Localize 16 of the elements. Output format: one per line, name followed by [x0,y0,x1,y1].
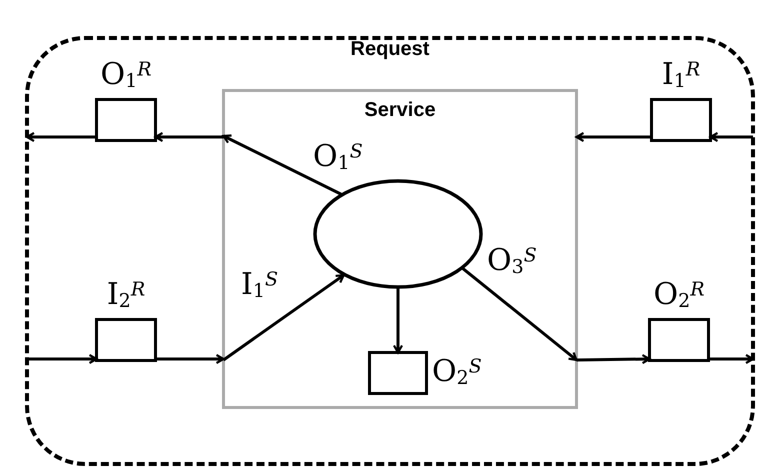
arrow [708,354,754,364]
arrow [222,274,345,362]
arrow [156,354,225,364]
arrow [222,134,342,196]
arrow [26,132,96,142]
service-box [222,89,578,409]
group-title: Request [350,38,430,61]
arrow [462,267,578,362]
dashed-boundary [25,36,755,466]
arrow [575,132,652,142]
arrow [154,132,224,142]
arrow [709,132,753,142]
arrow [392,288,404,354]
arrow [27,354,98,364]
arrow [576,354,651,364]
group-title: Service [364,99,436,122]
